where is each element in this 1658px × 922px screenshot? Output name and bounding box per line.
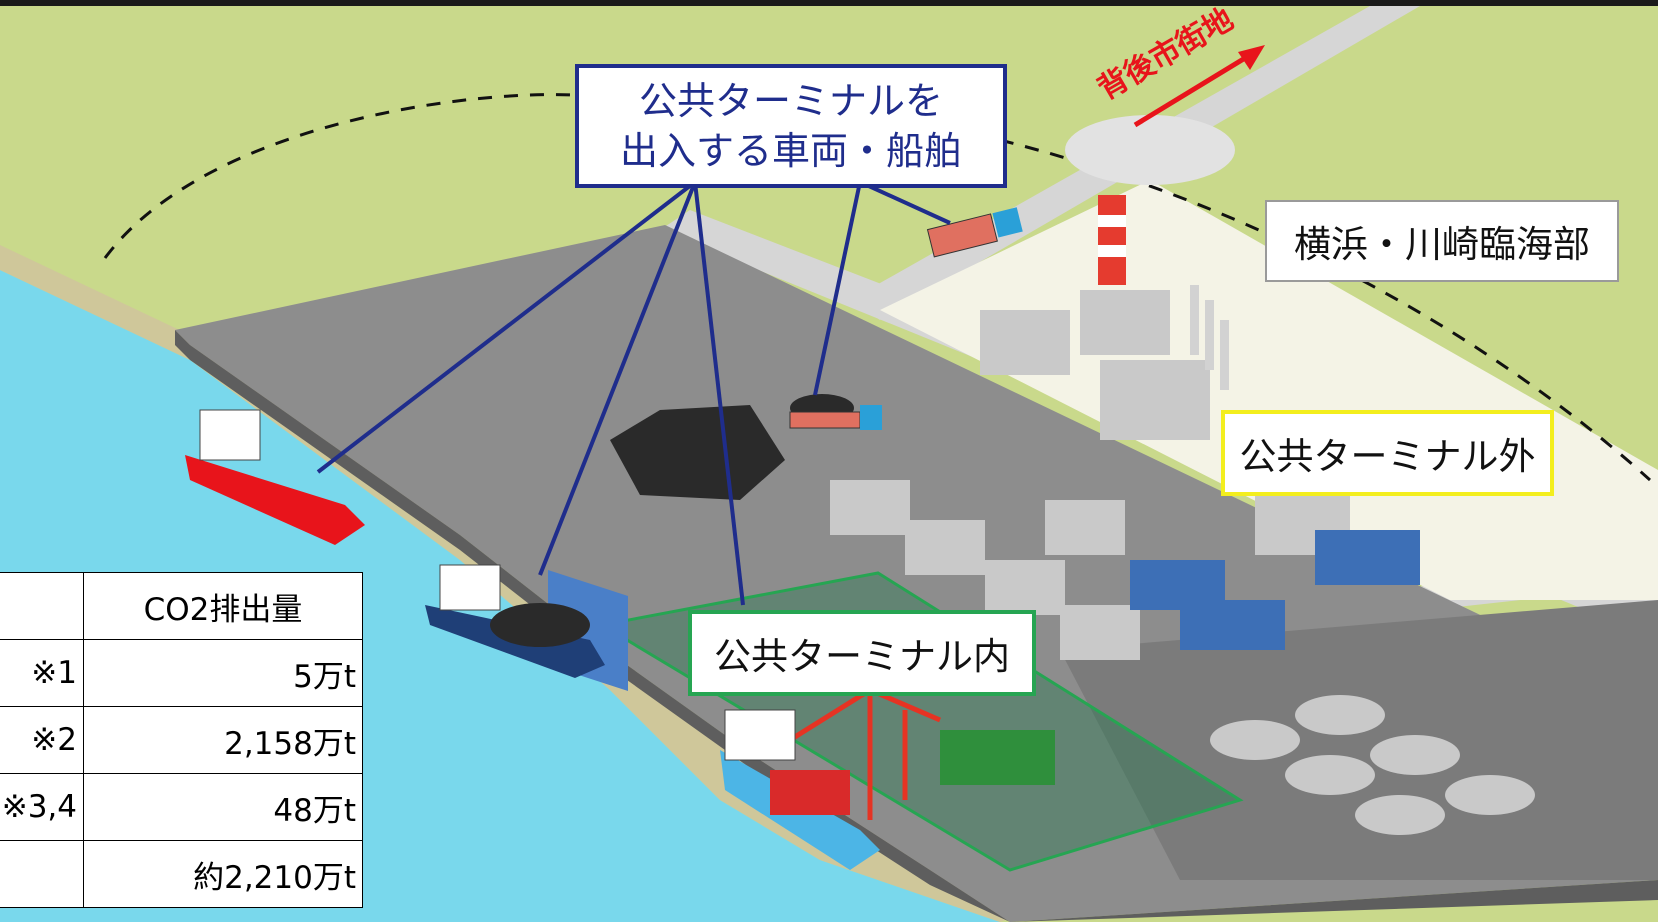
smoke bbox=[1065, 115, 1235, 185]
vehicles-ships-label-line2: 出入する車両・船舶 bbox=[619, 129, 962, 173]
chimney bbox=[1098, 195, 1126, 285]
outside-terminal-label: 公共ターミナル外 bbox=[1221, 410, 1554, 496]
vehicles-ships-label-line1: 公共ターミナルを bbox=[638, 79, 943, 123]
oil-tanks bbox=[1210, 695, 1535, 835]
co2-emission-table: CO2排出量 ※1 5万t ※2 2,158万t ※3,4 48万t 約2,21… bbox=[0, 572, 363, 908]
inside-terminal-label: 公共ターミナル内 bbox=[688, 610, 1036, 696]
row-value: 48万t bbox=[83, 773, 363, 841]
table-row: 約2,210万t bbox=[0, 840, 363, 908]
warehouse bbox=[1045, 500, 1125, 555]
container-stack bbox=[940, 730, 1055, 785]
row-note: ※2 bbox=[0, 706, 84, 774]
row-note: ※3,4 bbox=[0, 773, 84, 841]
table-row: ※3,4 48万t bbox=[0, 773, 363, 841]
warehouse bbox=[1060, 605, 1140, 660]
row-value: 約2,210万t bbox=[83, 840, 363, 908]
shoreline bbox=[0, 245, 1060, 922]
stack bbox=[1190, 285, 1199, 355]
truck-top bbox=[926, 207, 1023, 258]
tank bbox=[1370, 735, 1460, 775]
ship-container bbox=[720, 709, 880, 870]
container-stack bbox=[1180, 600, 1285, 650]
table-row: ※2 2,158万t bbox=[0, 706, 363, 774]
warehouse bbox=[830, 480, 910, 535]
row-value: 2,158万t bbox=[83, 706, 363, 774]
table-row: ※1 5万t bbox=[0, 639, 363, 707]
tank bbox=[1285, 755, 1375, 795]
area-boundary-left bbox=[103, 93, 576, 259]
stack bbox=[1220, 320, 1229, 390]
row-note: ※1 bbox=[0, 639, 84, 707]
tank bbox=[1210, 720, 1300, 760]
vehicles-ships-label: 公共ターミナルを 出入する車両・船舶 bbox=[575, 64, 1007, 188]
factory-building bbox=[1080, 290, 1170, 355]
row-value: 5万t bbox=[83, 639, 363, 707]
coal-pile bbox=[610, 405, 785, 500]
warehouses bbox=[830, 290, 1350, 660]
coastal-area-label: 横浜・川崎臨海部 bbox=[1265, 200, 1619, 282]
table-header-row: CO2排出量 bbox=[0, 572, 363, 640]
tank bbox=[1445, 775, 1535, 815]
ship-coal bbox=[425, 564, 605, 678]
city-arrow bbox=[1133, 49, 1257, 128]
co2-header: CO2排出量 bbox=[83, 572, 363, 640]
top-border bbox=[0, 0, 1658, 6]
chimney-stripe bbox=[1098, 215, 1126, 227]
tank bbox=[1295, 695, 1385, 735]
factory-building bbox=[1100, 360, 1210, 440]
warehouse bbox=[905, 520, 985, 575]
container-stack bbox=[1315, 530, 1420, 585]
city-arrow-head bbox=[1238, 45, 1265, 70]
factory-building bbox=[980, 310, 1070, 375]
callout-lines bbox=[316, 180, 951, 606]
ship-red bbox=[185, 409, 365, 545]
row-note bbox=[0, 840, 84, 908]
tank bbox=[1355, 795, 1445, 835]
warehouse bbox=[985, 560, 1065, 615]
chimney-stripe bbox=[1098, 245, 1126, 257]
truck-coal bbox=[789, 394, 882, 430]
stack bbox=[1205, 300, 1214, 370]
